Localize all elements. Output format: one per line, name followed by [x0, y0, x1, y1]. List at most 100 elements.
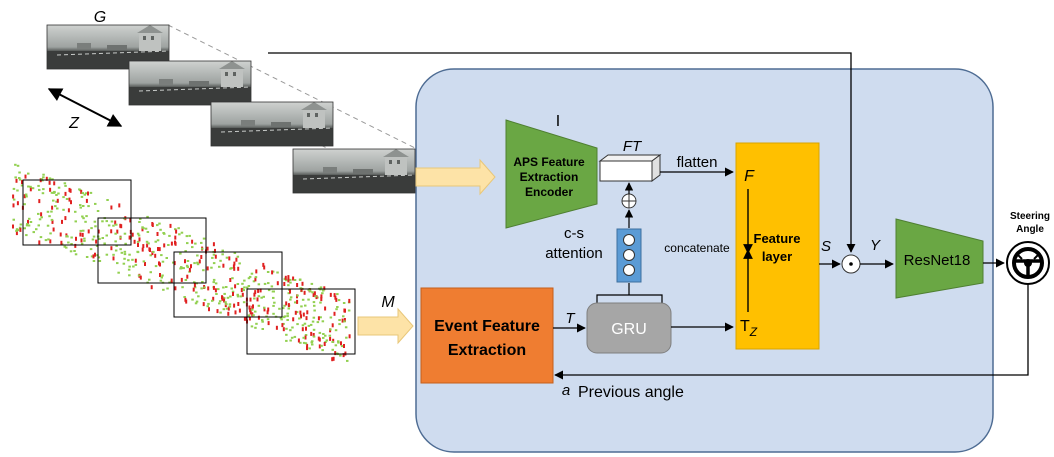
event-point-positive — [285, 327, 288, 330]
event-point-negative — [331, 357, 334, 362]
event-point-negative — [223, 298, 226, 303]
event-point-positive — [37, 212, 40, 215]
event-point-positive — [18, 171, 21, 174]
event-point-negative — [240, 288, 243, 293]
event-point-negative — [95, 239, 98, 244]
event-frame-stack — [12, 163, 351, 362]
event-point-positive — [80, 195, 84, 198]
event-point-positive — [40, 178, 43, 181]
event-point-positive — [35, 228, 38, 231]
event-point-negative — [200, 255, 203, 259]
event-point-positive — [154, 240, 157, 243]
event-point-positive — [206, 305, 209, 308]
event-point-negative — [141, 247, 144, 252]
event-point-negative — [120, 224, 123, 229]
event-point-positive — [38, 188, 41, 191]
event-point-negative — [333, 293, 336, 298]
event-point-positive — [123, 257, 126, 260]
event-point-positive — [202, 237, 206, 240]
event-point-positive — [201, 247, 204, 250]
event-point-positive — [137, 234, 141, 237]
event-point-positive — [254, 310, 257, 313]
event-point-negative — [267, 321, 270, 326]
event-point-positive — [180, 266, 183, 269]
event-point-positive — [23, 227, 26, 230]
event-point-positive — [342, 302, 346, 304]
event-point-positive — [266, 271, 270, 273]
event-point-positive — [25, 224, 29, 227]
event-point-positive — [16, 164, 20, 167]
event-point-negative — [249, 297, 252, 302]
event-point-positive — [257, 283, 261, 286]
event-point-positive — [334, 329, 338, 332]
event-point-positive — [345, 336, 348, 339]
event-point-negative — [15, 178, 18, 183]
event-point-positive — [51, 178, 54, 181]
event-point-positive — [203, 286, 206, 289]
event-point-positive — [250, 325, 254, 328]
event-point-positive — [149, 254, 152, 257]
gru-attention-brace — [596, 283, 663, 304]
event-point-positive — [278, 307, 281, 310]
event-point-negative — [110, 229, 113, 234]
event-point-positive — [218, 302, 221, 305]
event-point-negative — [263, 307, 266, 312]
event-point-positive — [156, 224, 159, 227]
event-point-negative — [53, 181, 56, 186]
attention-node-3 — [623, 264, 635, 276]
event-point-negative — [287, 278, 290, 283]
event-point-negative — [262, 262, 265, 267]
event-point-negative — [249, 310, 252, 315]
event-point-negative — [151, 222, 154, 226]
label-s: S — [821, 238, 831, 255]
event-point-positive — [119, 248, 122, 251]
event-point-positive — [161, 260, 165, 263]
event-point-positive — [219, 259, 222, 262]
event-point-positive — [289, 278, 292, 281]
event-point-positive — [270, 285, 274, 288]
event-point-positive — [181, 286, 184, 289]
event-point-positive — [247, 285, 251, 287]
event-point-negative — [282, 327, 285, 332]
event-point-positive — [193, 281, 196, 284]
event-point-positive — [218, 265, 221, 268]
event-point-negative — [128, 235, 131, 240]
event-point-negative — [139, 275, 142, 280]
event-point-negative — [144, 262, 146, 266]
event-point-positive — [55, 194, 58, 196]
event-point-positive — [83, 239, 86, 242]
attention-node-1 — [623, 234, 635, 246]
event-point-positive — [146, 215, 149, 218]
event-point-positive — [337, 340, 340, 343]
event-point-positive — [319, 286, 323, 289]
event-point-positive — [186, 266, 189, 269]
event-point-positive — [236, 295, 240, 298]
event-point-positive — [48, 215, 51, 218]
event-point-negative — [348, 298, 351, 303]
event-point-positive — [311, 340, 314, 343]
event-point-positive — [116, 262, 119, 265]
event-point-negative — [150, 285, 153, 290]
event-point-positive — [98, 260, 102, 262]
event-point-positive — [344, 326, 348, 329]
event-point-positive — [62, 196, 65, 199]
event-point-positive — [298, 278, 302, 281]
event-point-positive — [46, 210, 50, 213]
event-point-positive — [257, 295, 261, 298]
event-point-positive — [241, 282, 244, 285]
event-point-positive — [128, 253, 131, 256]
event-point-positive — [318, 331, 322, 334]
event-point-positive — [54, 205, 57, 208]
event-point-positive — [114, 240, 117, 243]
event-point-positive — [24, 193, 28, 196]
event-point-positive — [195, 291, 198, 294]
event-point-positive — [84, 220, 87, 223]
event-point-positive — [114, 232, 117, 235]
event-point-positive — [302, 336, 305, 339]
event-point-positive — [38, 218, 42, 221]
event-point-positive — [92, 235, 96, 238]
event-point-positive — [225, 256, 229, 259]
event-point-negative — [300, 287, 303, 292]
event-point-positive — [225, 286, 228, 288]
event-point-positive — [52, 199, 55, 202]
